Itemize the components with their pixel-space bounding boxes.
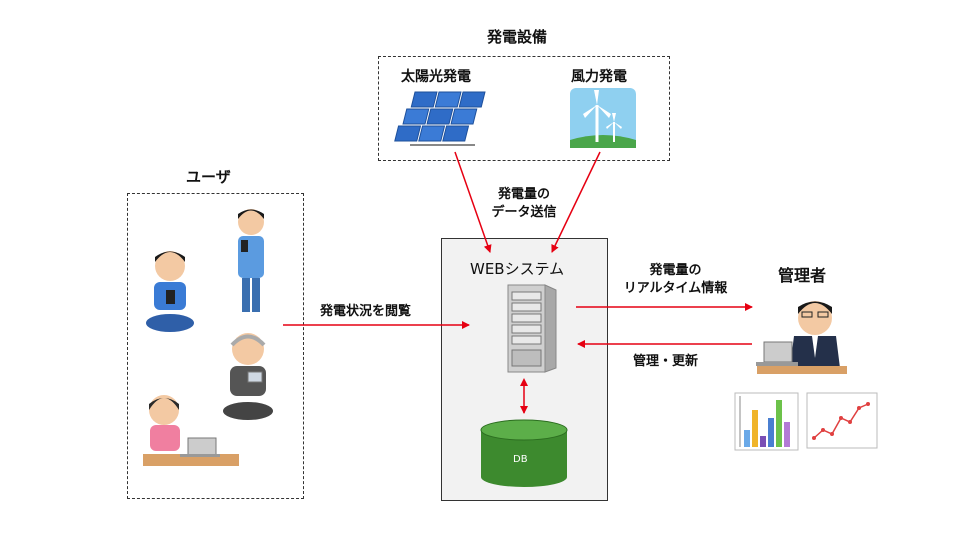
db-label: DB <box>513 454 528 465</box>
admin-person-icon <box>756 301 847 374</box>
wind-turbine-icon <box>570 88 636 148</box>
realtime-line1: 発電量の <box>649 263 702 278</box>
arrow-solar-to-web <box>454 151 492 253</box>
database-icon <box>480 419 568 487</box>
web-system-title: WEBシステム <box>470 260 565 278</box>
view-status-label: 発電状況を閲覧 <box>320 304 412 319</box>
manage-update-label: 管理・更新 <box>633 354 699 369</box>
user-laptop-icon <box>143 395 239 466</box>
data-send-label: 発電量の データ送信 <box>479 186 569 222</box>
power-facility-box <box>378 56 670 161</box>
bar-chart-icon <box>734 392 799 451</box>
arrow-wind-to-web <box>551 151 601 253</box>
server-icon <box>507 284 557 373</box>
data-send-line2: データ送信 <box>491 205 557 220</box>
solar-panel-icon <box>394 91 486 146</box>
line-chart-icon <box>806 392 878 449</box>
admin-title: 管理者 <box>778 266 827 285</box>
realtime-line2: リアルタイム情報 <box>623 281 728 296</box>
user-standing-phone-icon <box>238 209 264 312</box>
user-group-box <box>127 193 304 499</box>
users-title: ユーザ <box>186 168 231 186</box>
user-sitting-phone-icon <box>146 251 194 332</box>
data-send-line1: 発電量の <box>497 187 550 202</box>
wind-label: 風力発電 <box>571 69 627 85</box>
power-facility-title: 発電設備 <box>487 28 548 46</box>
solar-label: 太陽光発電 <box>401 69 471 85</box>
user-elderly-tablet-icon <box>223 333 273 420</box>
realtime-label: 発電量の リアルタイム情報 <box>618 262 733 298</box>
